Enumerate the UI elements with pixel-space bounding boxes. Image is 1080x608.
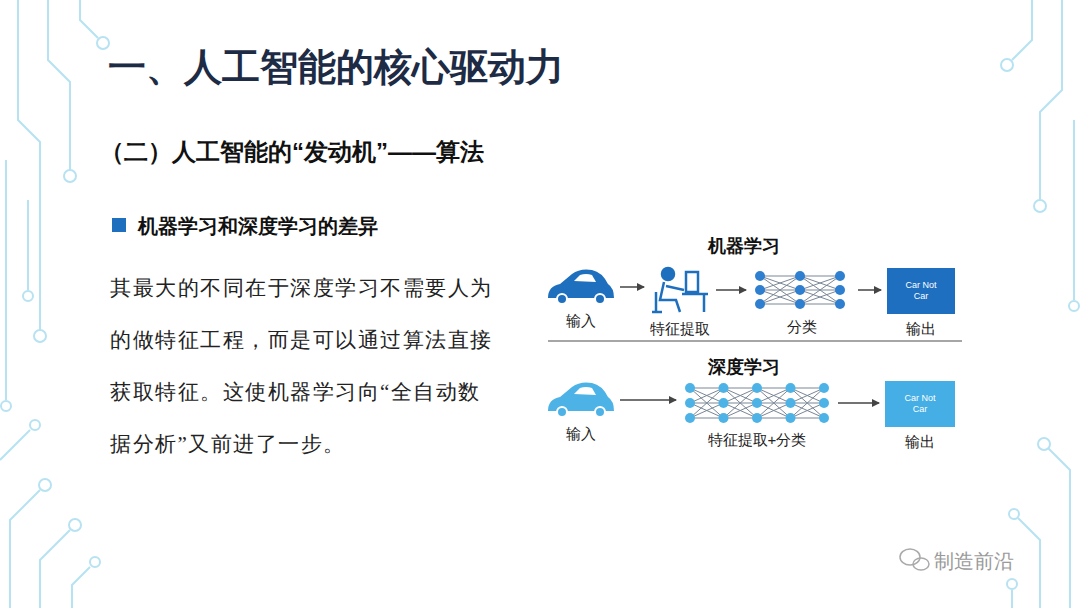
person-desk-icon [652, 268, 708, 312]
feature-node: 特征提取 [650, 266, 710, 314]
divider-line [548, 340, 962, 342]
node-caption: 输入 [566, 312, 596, 331]
arrow-connector [838, 402, 879, 404]
wechat-icon [900, 549, 929, 570]
arrow-connector [620, 399, 676, 401]
bullet-heading: 机器学习和深度学习的差异 [138, 213, 378, 240]
section-label: 机器学习 [708, 234, 780, 258]
node-caption: 输入 [566, 425, 596, 444]
input-node: 输入 [548, 268, 614, 306]
car-icon [548, 383, 614, 419]
arrow-connector [858, 289, 881, 291]
node-caption: 特征提取+分类 [708, 431, 807, 450]
output-box: Car Not Car输出 [887, 268, 955, 314]
output-box: Car Not Car输出 [885, 381, 955, 427]
neural-net-icon [685, 383, 829, 423]
node-caption: 输出 [906, 320, 936, 339]
watermark: 制造前沿 [934, 548, 1014, 575]
subtitle: （二）人工智能的“发动机”——算法 [100, 136, 484, 168]
body-paragraph: 其最大的不同在于深度学习不需要人为的做特征工程，而是可以通过算法直接获取特征。这… [110, 262, 502, 470]
slide-title: 一、人工智能的核心驱动力 [108, 42, 564, 93]
node-caption: 输出 [905, 433, 935, 452]
neural-net-icon [755, 271, 845, 309]
bullet-square [112, 218, 126, 232]
classifier-node: 分类 [752, 268, 852, 312]
box-text: Car Not Car [900, 393, 940, 416]
box-text: Car Not Car [901, 280, 941, 303]
node-caption: 特征提取 [650, 320, 710, 339]
arrow-connector [716, 289, 746, 291]
car-icon [548, 270, 614, 306]
node-caption: 分类 [787, 318, 817, 337]
net-node: 特征提取+分类 [682, 381, 832, 425]
input-node: 输入 [548, 381, 614, 419]
arrow-connector [620, 286, 644, 288]
section-label: 深度学习 [708, 355, 780, 379]
